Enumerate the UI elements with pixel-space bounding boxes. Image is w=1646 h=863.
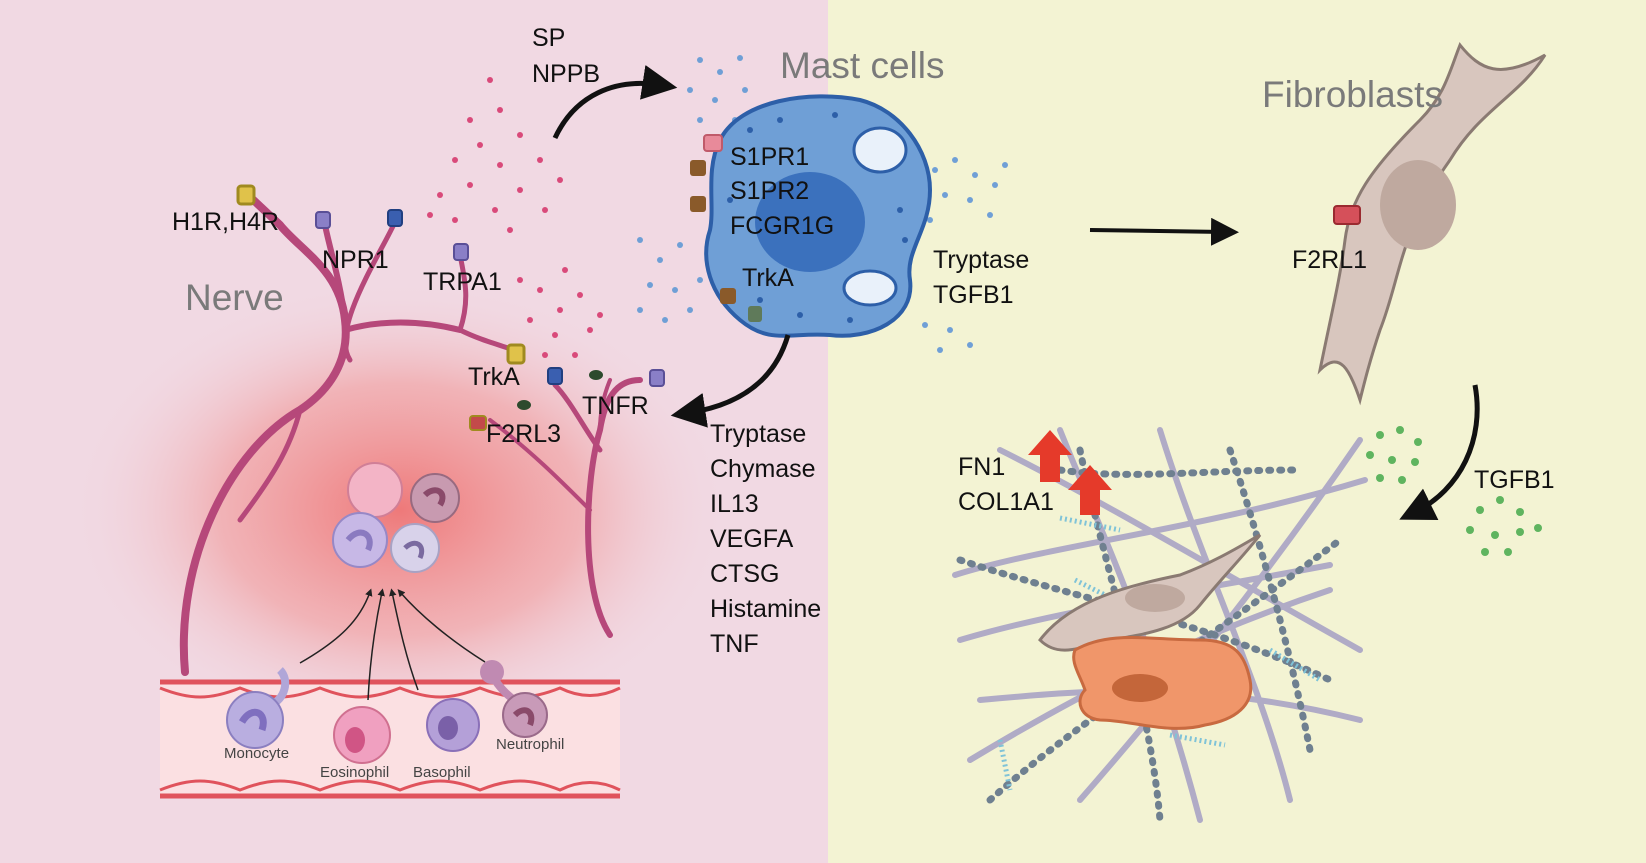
monocyte-cell	[226, 667, 290, 749]
infiltrating-immune-cells	[332, 462, 460, 573]
label-basophil: Basophil	[413, 764, 471, 781]
label-tgfb1-fibro: TGFB1	[933, 281, 1014, 309]
collagen-fragments	[997, 515, 1322, 791]
label-tnf: TNF	[710, 630, 759, 658]
label-npr1: NPR1	[322, 246, 389, 274]
receptor-icon	[469, 415, 487, 431]
nerve-fiber	[179, 191, 643, 676]
label-s1pr2: S1PR2	[730, 177, 809, 205]
label-nppb: NPPB	[532, 60, 600, 88]
migration-arrows	[299, 588, 486, 701]
arrow-mast-cell-to-nerve	[670, 334, 791, 428]
receptor-icon	[690, 134, 762, 322]
receptor-icon	[517, 370, 603, 410]
arrow-fibroblast-to-matrix	[1399, 384, 1480, 521]
upregulation-arrow-icon	[1028, 430, 1112, 515]
neutrophil-cell	[480, 660, 548, 738]
mast-cell-granules-released	[637, 55, 1008, 353]
label-eosinophil: Eosinophil	[320, 764, 389, 781]
label-f2rl1: F2RL1	[1292, 246, 1367, 274]
mast-cells-region-title: Mast cells	[780, 45, 944, 86]
label-mast-trka: TrkA	[742, 264, 794, 292]
mast-cell	[704, 94, 933, 338]
nerve-region-title: Nerve	[185, 277, 284, 318]
tgfb1-particles	[1366, 426, 1542, 556]
label-trpa1: TRPA1	[423, 268, 502, 296]
fibroblasts-region-title: Fibroblasts	[1262, 74, 1443, 115]
label-il13: IL13	[710, 490, 759, 518]
fibroblast-cell	[1317, 42, 1547, 406]
label-chymase: Chymase	[710, 455, 816, 483]
label-h1r-h4r: H1R,H4R	[172, 208, 279, 236]
matrix-fibroblast	[1038, 533, 1262, 652]
label-col1a1: COL1A1	[958, 488, 1054, 516]
label-tryptase: Tryptase	[710, 420, 806, 448]
label-ctsg: CTSG	[710, 560, 779, 588]
label-neutrophil: Neutrophil	[496, 736, 564, 753]
fibroblast-region-background	[828, 0, 1646, 863]
label-tgfb1-output: TGFB1	[1474, 466, 1555, 494]
label-f2rl3: F2RL3	[486, 420, 561, 448]
neuropeptide-particles	[427, 77, 603, 358]
label-tnfr: TNFR	[582, 392, 649, 420]
label-nerve-trka: TrkA	[468, 363, 520, 391]
label-vegfa: VEGFA	[710, 525, 794, 553]
label-monocyte: Monocyte	[224, 745, 289, 762]
receptor-icon	[236, 184, 526, 365]
basophil-cell	[426, 698, 480, 752]
label-histamine: Histamine	[710, 595, 821, 623]
receptor-icon	[387, 209, 563, 385]
label-fn1: FN1	[958, 453, 1005, 481]
label-fcgr1g: FCGR1G	[730, 212, 834, 240]
label-sp: SP	[532, 24, 565, 52]
inflammation-glow	[70, 280, 730, 740]
label-tryptase-fibro: Tryptase	[933, 246, 1029, 274]
eosinophil-cell	[333, 706, 391, 764]
arrow-mast-cell-to-fibroblast	[1089, 217, 1239, 246]
myofibroblast	[1072, 636, 1253, 730]
f2rl1-receptor-icon	[1333, 205, 1361, 225]
arrow-nerve-to-mast-cell	[552, 65, 678, 140]
receptor-icon	[315, 211, 665, 387]
label-s1pr1: S1PR1	[730, 143, 809, 171]
